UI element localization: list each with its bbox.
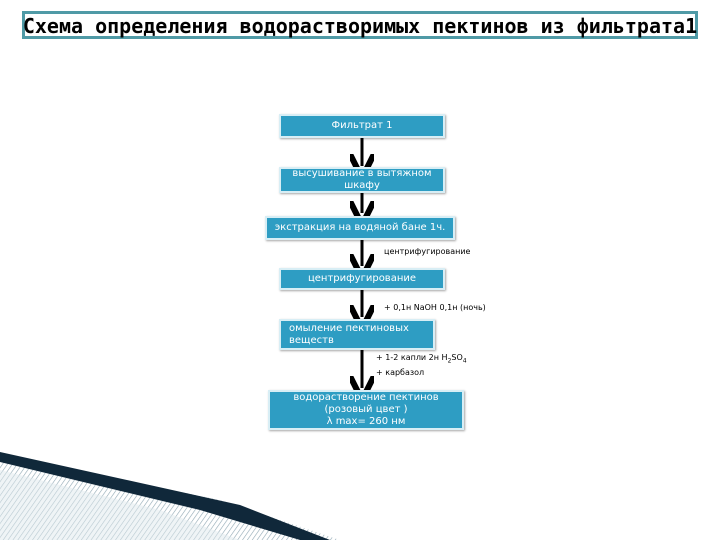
h2so4-mid: SO xyxy=(451,353,462,362)
step-saponification: омыление пектиновых веществ xyxy=(279,319,435,350)
decorative-stripes xyxy=(0,430,720,540)
step-filtrate: Фильтрат 1 xyxy=(279,114,445,138)
step-drying: высушивание в вытяжном шкафу xyxy=(279,167,445,193)
annotation-naoh: + 0,1н NaOH 0,1н (ночь) xyxy=(384,303,486,312)
h2so4-sub-4: 4 xyxy=(463,358,467,365)
h2so4-prefix: + 1-2 капли 2н H xyxy=(376,353,448,362)
annotation-centrifuge: центрифугирование xyxy=(384,247,470,256)
annotation-h2so4: + 1-2 капли 2н H2SO4 xyxy=(376,353,467,365)
step-centrifugation: центрифугирование xyxy=(279,268,445,290)
step-extraction: экстракция на водяной бане 1ч. xyxy=(265,216,455,240)
annotation-carbazole: + карбазол xyxy=(376,368,424,377)
step-dissolution: водорастворение пектинов (розовый цвет )… xyxy=(268,390,464,430)
